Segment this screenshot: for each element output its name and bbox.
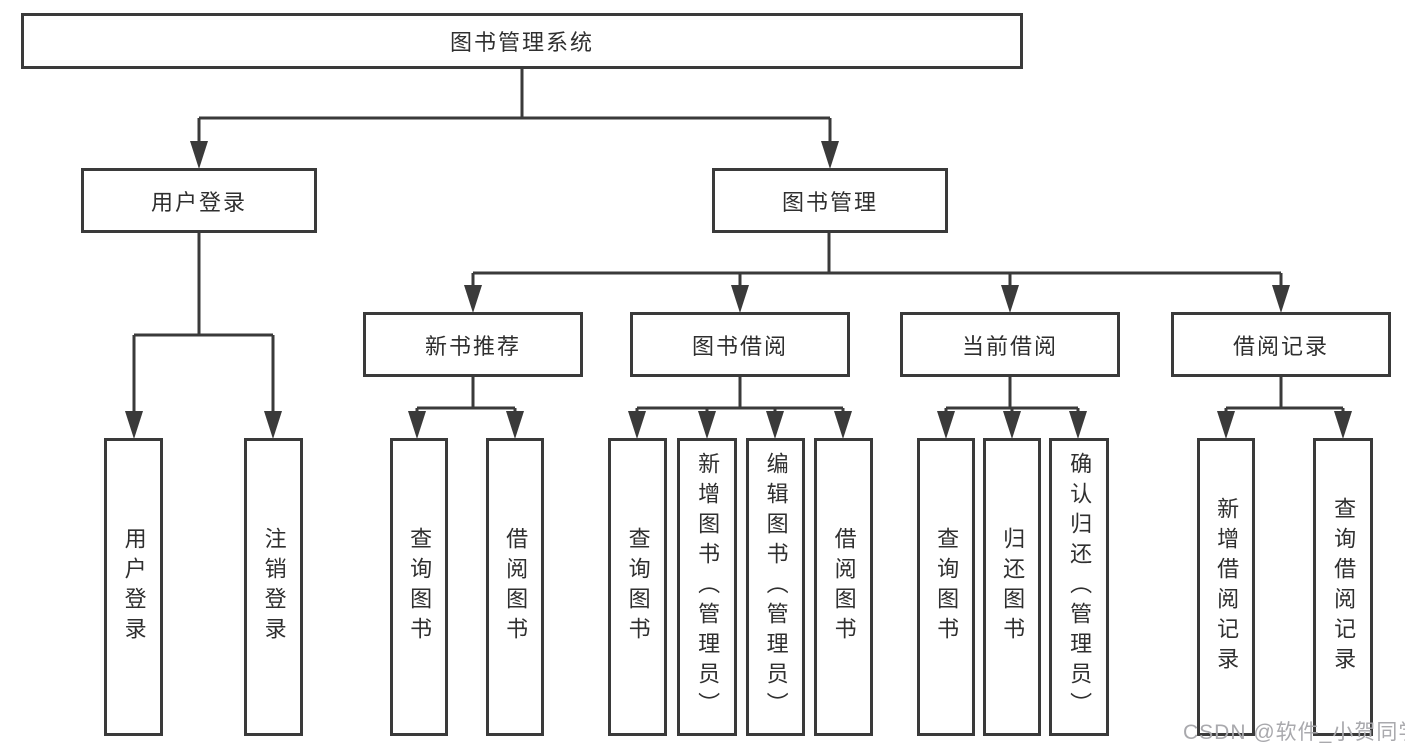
node-label: 确认归还（管理员） [1067, 452, 1093, 722]
node-label: 查询图书 [407, 527, 433, 647]
leaf-add-borrow-record: 新增借阅记录 [1197, 438, 1255, 736]
node-borrowing-records: 借阅记录 [1171, 312, 1391, 377]
leaf-add-books-admin: 新增图书（管理员） [677, 438, 737, 736]
leaf-logout: 注销登录 [244, 438, 303, 736]
node-label: 新增图书（管理员） [695, 452, 721, 722]
leaf-user-login: 用户登录 [104, 438, 163, 736]
node-book-borrowing: 图书借阅 [630, 312, 850, 377]
node-book-management: 图书管理 [712, 168, 948, 233]
leaf-return-books: 归还图书 [983, 438, 1041, 736]
node-label: 借阅图书 [831, 527, 857, 647]
leaf-query-borrow-record: 查询借阅记录 [1313, 438, 1373, 736]
node-label: 新书推荐 [424, 333, 521, 359]
leaf-edit-books-admin: 编辑图书（管理员） [746, 438, 805, 736]
node-new-book-recommend: 新书推荐 [363, 312, 583, 377]
node-library-management-system: 图书管理系统 [21, 13, 1023, 69]
node-label: 注销登录 [261, 527, 287, 647]
node-label: 借阅记录 [1232, 333, 1329, 359]
node-label: 查询借阅记录 [1331, 497, 1357, 677]
node-label: 用户登录 [150, 189, 247, 215]
node-label: 图书管理系统 [449, 30, 594, 55]
node-user-login: 用户登录 [81, 168, 317, 233]
node-label: 借阅图书 [503, 527, 529, 647]
leaf-borrow-books-recommend: 借阅图书 [486, 438, 544, 736]
leaf-borrow-books-borrowing: 借阅图书 [814, 438, 873, 736]
node-label: 新增借阅记录 [1214, 497, 1240, 677]
node-label: 当前借阅 [961, 333, 1058, 359]
arrowheads [125, 141, 1352, 439]
node-label: 图书借阅 [691, 333, 788, 359]
node-label: 图书管理 [781, 189, 878, 215]
node-label: 归还图书 [1000, 527, 1026, 647]
leaf-query-books-borrowing: 查询图书 [608, 438, 667, 736]
leaf-query-books-recommend: 查询图书 [390, 438, 448, 736]
node-label: 查询图书 [625, 527, 651, 647]
node-label: 编辑图书（管理员） [763, 452, 789, 722]
leaf-confirm-return-admin: 确认归还（管理员） [1049, 438, 1109, 736]
csdn-watermark: CSDN @软件_小贺同学 [1183, 721, 1405, 744]
node-label: 查询图书 [934, 527, 960, 647]
node-current-borrowing: 当前借阅 [900, 312, 1120, 377]
leaf-query-books-current: 查询图书 [917, 438, 975, 736]
node-label: 用户登录 [121, 527, 147, 647]
